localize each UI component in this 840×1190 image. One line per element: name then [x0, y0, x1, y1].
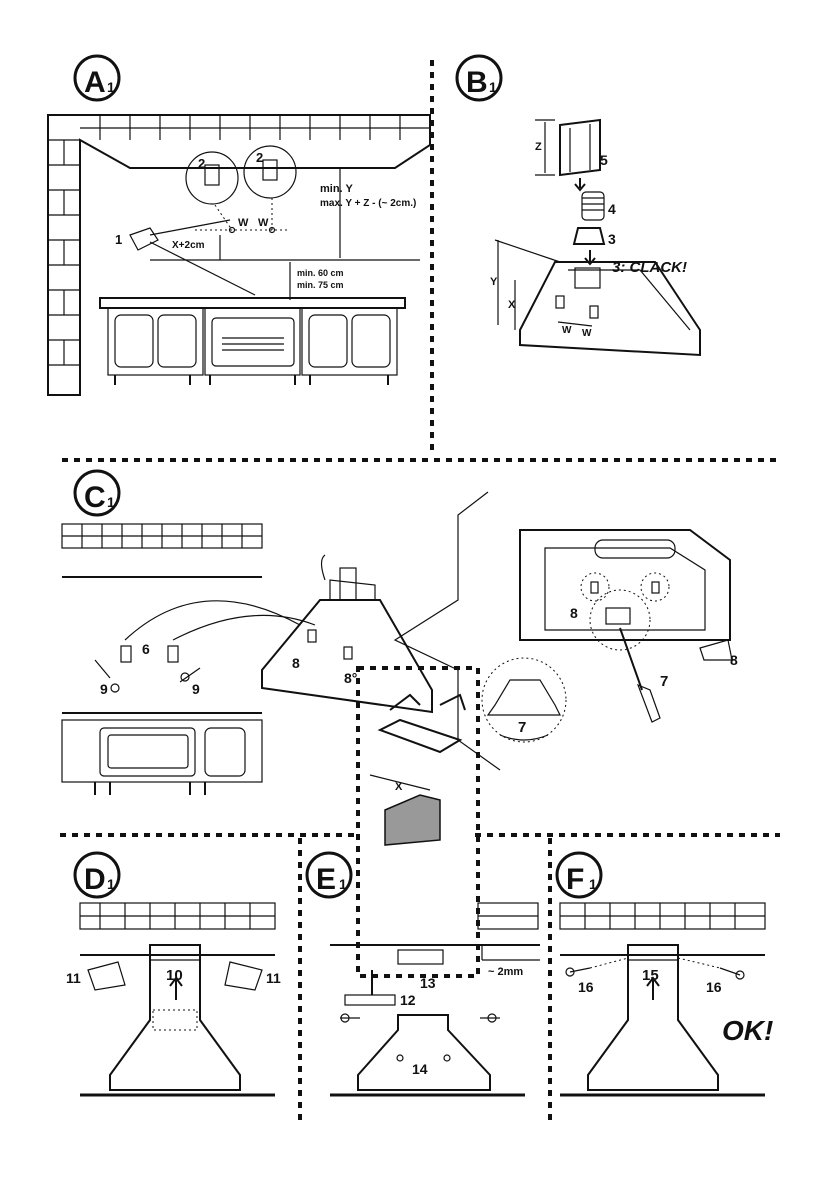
section-a-badge: [73, 54, 121, 102]
bracket-detail-left: [185, 151, 239, 205]
callout-label: W: [562, 325, 572, 336]
callout-label: 14: [412, 1061, 428, 1077]
section-d-badge: [73, 851, 121, 899]
callout-label: 16: [706, 979, 722, 995]
section-c-badge: [73, 469, 121, 517]
callout-label: 7: [660, 673, 668, 690]
callout-label: 5: [600, 152, 608, 168]
callout-label: 9: [100, 681, 108, 697]
section-e1: E 1 X X ~ 2mm 13 12 14: [305, 693, 540, 1097]
callout-label: 11: [266, 970, 281, 986]
brick-wall: [48, 115, 430, 366]
callout-label: X: [508, 299, 516, 311]
callout-label: 9: [192, 681, 200, 697]
callout-label: min. 60 cm: [297, 268, 344, 278]
ok-text: OK!: [722, 1015, 773, 1046]
callout-label: W: [258, 217, 269, 229]
callout-label: 13: [420, 975, 436, 991]
callout-label: 3: CLACK!: [612, 259, 687, 276]
section-f-letter: F: [566, 863, 584, 896]
callout-label: X+2cm: [172, 240, 205, 251]
callout-label: X: [395, 781, 403, 793]
callout-label: max. Y + Z - (~ 2cm.): [320, 198, 416, 209]
callout-label: 10: [166, 967, 183, 984]
callout-label: 15: [642, 967, 659, 984]
section-c-sub: 1: [107, 494, 115, 510]
callout-label: min. Y: [320, 183, 353, 195]
section-b-sub: 1: [489, 79, 497, 95]
callout-label: 11: [66, 970, 81, 986]
section-e-letter: E: [316, 863, 336, 896]
callout-label: 3: [608, 231, 616, 247]
callout-label: W: [582, 328, 592, 339]
callout-label: Z: [535, 141, 542, 153]
callout-label: Y: [490, 276, 498, 288]
section-d-sub: 1: [107, 876, 115, 892]
section-e-sub: 1: [339, 876, 347, 892]
section-c-letter: C: [84, 481, 106, 514]
section-c1: C 1 6 9 9 8 8°: [61, 469, 738, 795]
callout-label: W: [238, 217, 249, 229]
section-b1: B 1 Z 5 4 3 3: CLACK! Y X W W: [455, 54, 701, 357]
callout-label: 8: [570, 605, 578, 621]
callout-label: 4: [608, 201, 616, 217]
section-f1: F 1 15 16 16 OK!: [555, 851, 773, 1097]
callout-label: 8: [730, 652, 738, 668]
callout-label: 8: [292, 655, 300, 671]
section-a-letter: A: [84, 66, 106, 99]
callout-label: 6: [142, 641, 150, 657]
bracket-detail-right: [243, 145, 297, 199]
section-d1: D 1 10 11 11: [66, 851, 281, 1097]
callout-label: 8°: [344, 670, 357, 686]
section-f-badge: [555, 851, 603, 899]
callout-label: 7: [518, 719, 526, 736]
section-e-badge: [305, 851, 353, 899]
section-a1: A 1: [47, 54, 431, 396]
section-b-badge: [455, 54, 503, 102]
callout-label: 16: [578, 979, 594, 995]
callout-label: min. 75 cm: [297, 280, 344, 290]
callout-label: ~ 2mm: [488, 966, 523, 978]
callout-label: 12: [400, 992, 416, 1008]
section-a-sub: 1: [107, 79, 115, 95]
callout-label: 2: [256, 150, 263, 165]
panel-dividers: [60, 60, 780, 1125]
callout-label: 1: [115, 232, 122, 247]
section-f-sub: 1: [589, 876, 597, 892]
section-b-letter: B: [466, 66, 488, 99]
callout-label: 2: [198, 156, 205, 171]
section-d-letter: D: [84, 863, 106, 896]
